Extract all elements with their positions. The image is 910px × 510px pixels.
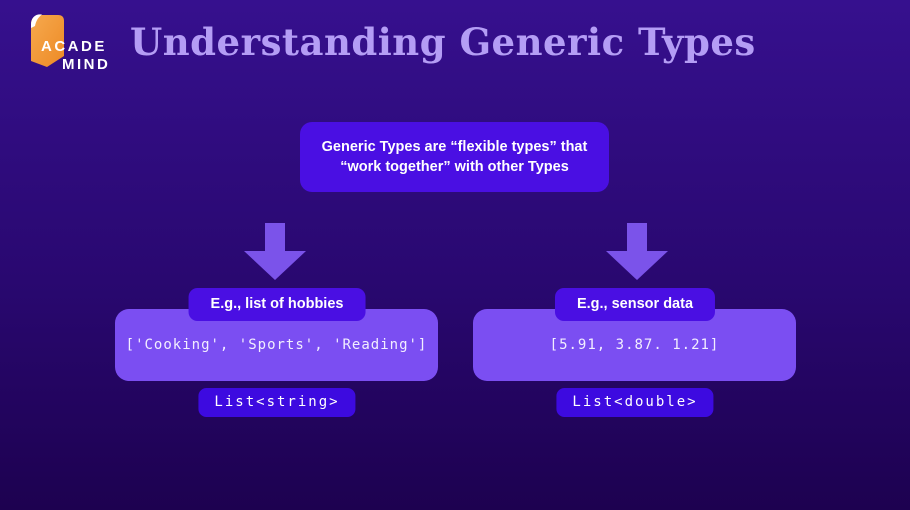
arrow-shaft [265,223,285,255]
arrow-head [244,251,306,280]
example-list-of-hobbies: E.g., list of hobbies ['Cooking', 'Sport… [112,288,442,418]
code-text: [5.91, 3.87. 1.21] [549,337,720,353]
logo-text-mind: MIND [62,56,111,73]
definition-line-2: “work together” with other Types [340,159,569,175]
logo-text-acade: ACADE [41,38,107,55]
example-label: E.g., sensor data [554,288,716,321]
definition-box: Generic Types are “flexible types” that … [300,122,609,192]
type-badge: List<string> [198,388,356,417]
code-text: ['Cooking', 'Sports', 'Reading'] [125,337,428,353]
code-panel: ['Cooking', 'Sports', 'Reading'] [115,309,438,381]
definition-line-1: Generic Types are “flexible types” that [321,139,588,155]
arrow-shaft [627,223,647,255]
down-arrow-icon [606,223,668,280]
down-arrow-icon [244,223,306,280]
bookmark-icon [31,14,64,67]
page-title: Understanding Generic Types [130,20,756,64]
academind-logo: ACADE MIND [22,12,118,74]
arrow-head [606,251,668,280]
example-sensor-data: E.g., sensor data [5.91, 3.87. 1.21] Lis… [470,288,800,418]
type-badge: List<double> [556,388,714,417]
code-panel: [5.91, 3.87. 1.21] [473,309,796,381]
example-label: E.g., list of hobbies [188,288,366,321]
